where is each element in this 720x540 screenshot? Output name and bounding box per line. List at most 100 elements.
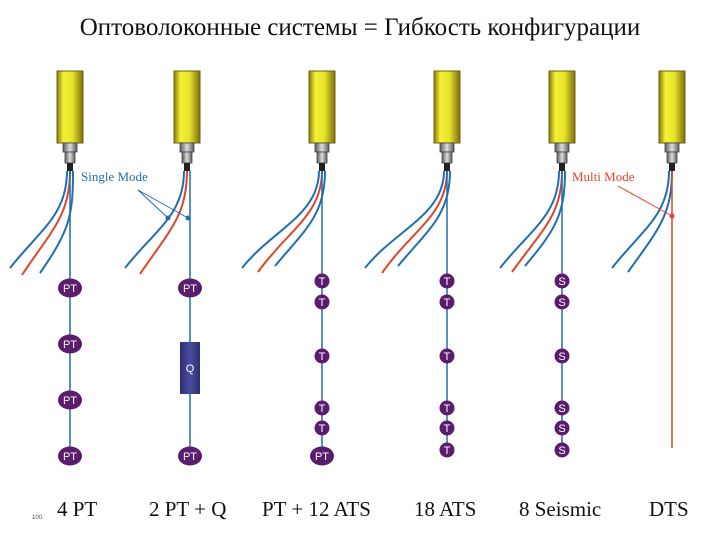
cable-5: [548, 70, 576, 171]
fiber-blue: [627, 170, 673, 273]
multi-mode-pointer: [617, 185, 673, 217]
fiber-blue: [499, 170, 560, 269]
single-mode-pointer: [137, 189, 169, 219]
sensor-pt: PT: [58, 334, 82, 354]
fiber-blue: [524, 170, 566, 267]
sensor-label: T: [444, 297, 451, 309]
fiber-red: [257, 170, 323, 273]
pt-sensor-shape: [58, 278, 82, 298]
sensor-t: T: [439, 442, 455, 458]
connector-tip: [181, 151, 193, 164]
sensor-label: S: [558, 403, 565, 415]
sensor-label: PT: [63, 283, 77, 295]
sensor-label: T: [444, 351, 451, 363]
sensor-t: T: [314, 294, 330, 310]
connector-end: [67, 163, 73, 171]
connector-ferrule: [62, 142, 78, 153]
page-title: Оптоволоконные системы = Гибкость конфиг…: [79, 14, 641, 41]
sensor-pt: PT: [58, 446, 82, 466]
cable-6: [658, 70, 686, 171]
fiber-blue: [124, 170, 185, 269]
connector-end: [319, 163, 325, 171]
point-sensor-shape: [554, 273, 570, 289]
sensor-label: T: [319, 403, 326, 415]
point-sensor-shape: [554, 400, 570, 416]
sensor-s: S: [554, 442, 570, 458]
fiber-blue: [611, 170, 670, 269]
flow-meter-q: [180, 342, 200, 394]
pointer-dot: [669, 213, 675, 219]
cable-sheath: [308, 70, 336, 144]
point-sensor-shape: [314, 348, 330, 364]
sensor-t: T: [314, 348, 330, 364]
sensor-label: T: [319, 297, 326, 309]
sensor-label: S: [558, 423, 565, 435]
sensor-t: T: [314, 273, 330, 289]
sensor-t: T: [439, 420, 455, 436]
cable-2: [173, 70, 201, 171]
connector-tip: [316, 151, 328, 164]
sensor-pt: PT: [310, 446, 334, 466]
cable-sheath: [548, 70, 576, 144]
sensor-t: T: [314, 420, 330, 436]
sensor-label: PT: [183, 283, 197, 295]
sensor-s: S: [554, 273, 570, 289]
sensor-pt: PT: [178, 446, 202, 466]
sensor-t: T: [439, 348, 455, 364]
point-sensor-shape: [439, 420, 455, 436]
sensor-pt: PT: [58, 278, 82, 298]
point-sensor-shape: [439, 348, 455, 364]
sensor-label: Q: [186, 363, 195, 375]
sensor-s: S: [554, 294, 570, 310]
sensor-label: PT: [183, 451, 197, 463]
sensor-label: PT: [315, 451, 329, 463]
sensor-s: S: [554, 348, 570, 364]
connector-tip: [666, 151, 678, 164]
sensor-label: PT: [63, 339, 77, 351]
page-number: 100: [32, 515, 43, 521]
sensor-label: T: [444, 445, 451, 457]
point-sensor-shape: [439, 294, 455, 310]
connector-ferrule: [439, 142, 455, 153]
fiber-red: [511, 170, 563, 273]
sensor-pt: PT: [178, 278, 202, 298]
sensor-t: T: [314, 400, 330, 416]
caption-dts: DTS: [649, 497, 689, 521]
sensor-label: S: [558, 351, 565, 363]
connector-tip: [64, 151, 76, 164]
point-sensor-shape: [439, 273, 455, 289]
connector-tip: [556, 151, 568, 164]
cable-4: [433, 70, 461, 171]
connector-end: [669, 163, 675, 171]
single-mode-pointer: [137, 189, 189, 219]
cable-sheath: [56, 70, 84, 144]
pt-sensor-shape: [178, 278, 202, 298]
pointer-dot: [165, 215, 171, 221]
point-sensor-shape: [314, 273, 330, 289]
point-sensor-shape: [554, 442, 570, 458]
sensor-label: T: [444, 276, 451, 288]
pt-sensor-shape: [58, 334, 82, 354]
connector-ferrule: [314, 142, 330, 153]
sensor-t: T: [439, 294, 455, 310]
cable-sheath: [173, 70, 201, 144]
fiber-red: [381, 170, 448, 274]
sensor-label: PT: [63, 451, 77, 463]
point-sensor-shape: [554, 294, 570, 310]
cable-3: [308, 70, 336, 171]
sensor-label: T: [319, 276, 326, 288]
pt-sensor-shape: [178, 446, 202, 466]
connector-ferrule: [554, 142, 570, 153]
cable-sheath: [433, 70, 461, 144]
point-sensor-shape: [439, 442, 455, 458]
sensor-s: S: [554, 400, 570, 416]
fiber-blue: [364, 170, 445, 269]
sensor-label: PT: [63, 395, 77, 407]
connector-end: [444, 163, 450, 171]
fiber-blue: [397, 170, 451, 267]
point-sensor-shape: [314, 294, 330, 310]
fiber-red: [21, 170, 71, 276]
fiber-blue: [274, 170, 326, 267]
fiber-blue: [9, 170, 68, 269]
